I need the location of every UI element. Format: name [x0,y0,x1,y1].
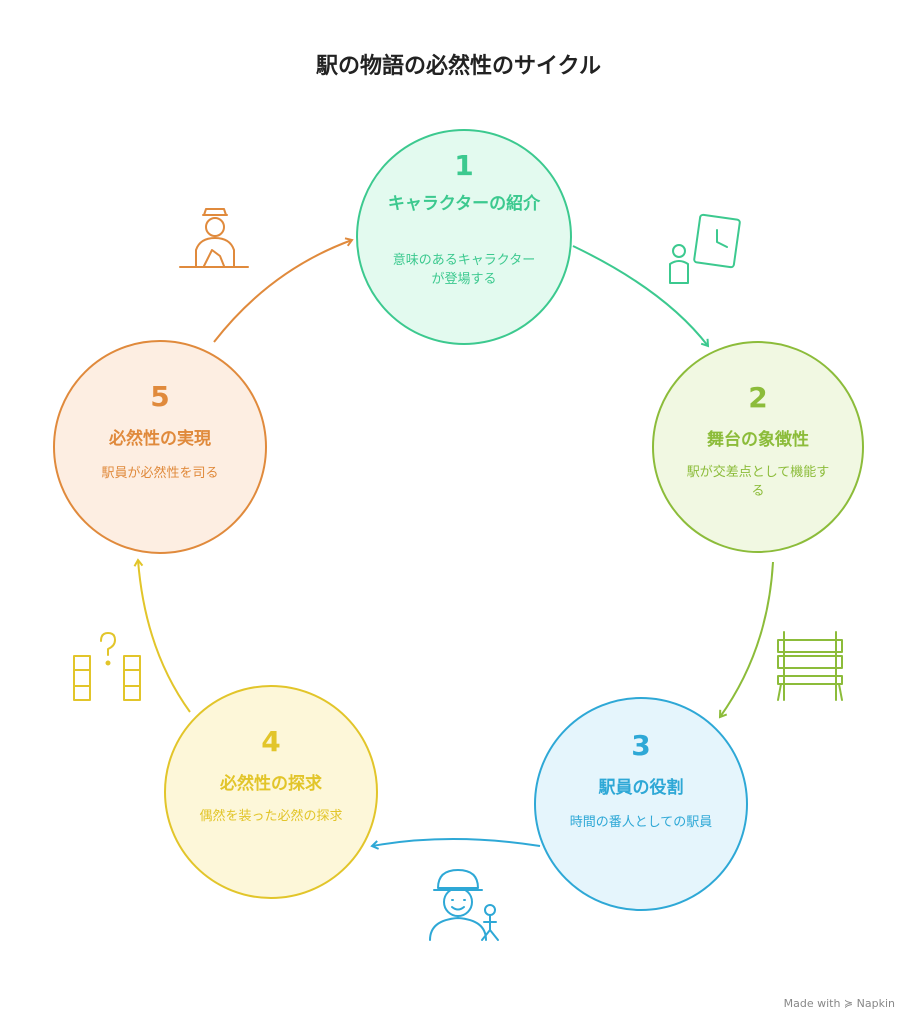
person-with-clock-icon [669,213,741,284]
node-number: 3 [631,729,651,762]
arrow-5-to-1 [213,237,354,343]
node-number: 5 [150,380,170,413]
node-description: 意味のあるキャラクターが登場する [392,253,536,287]
node-description: 駅が交差点として機能する [686,465,830,499]
node-title: 必然性の探求 [220,774,322,794]
node-description: 偶然を装った必然の探求 [199,809,343,824]
napkin-watermark: Made with ≽ Napkin [783,997,895,1010]
arrow-2-to-3 [718,561,774,719]
cycle-node-4: 4 必然性の探求 偶然を装った必然の探求 [164,685,378,899]
node-description: 時間の番人としての駅員 [569,815,713,830]
cycle-node-5: 5 必然性の実現 駅員が必然性を司る [53,340,267,554]
station-staff-icon [429,869,499,941]
node-number: 1 [454,149,474,182]
node-number: 4 [261,725,281,758]
arrow-4-to-5 [133,558,191,713]
cycle-node-3: 3 駅員の役割 時間の番人としての駅員 [534,697,748,911]
cycle-node-2: 2 舞台の象徴性 駅が交差点として機能する [652,341,864,553]
node-title: 必然性の実現 [109,429,211,449]
cycle-node-1: 1 キャラクターの紹介 意味のあるキャラクターが登場する [356,129,572,345]
station-attendant-desk-icon [179,208,249,268]
node-title: キャラクターの紹介 [387,194,541,214]
arrow-3-to-4 [370,838,541,850]
diagram-title: 駅の物語の必然性のサイクル [316,54,601,79]
node-description: 駅員が必然性を司る [101,466,219,481]
node-title: 駅員の役割 [598,778,684,798]
node-title: 舞台の象徴性 [707,430,809,450]
arrow-1-to-2 [572,245,710,348]
node-number: 2 [748,381,768,414]
bench-icon [777,631,843,701]
doors-question-icon [73,632,141,701]
